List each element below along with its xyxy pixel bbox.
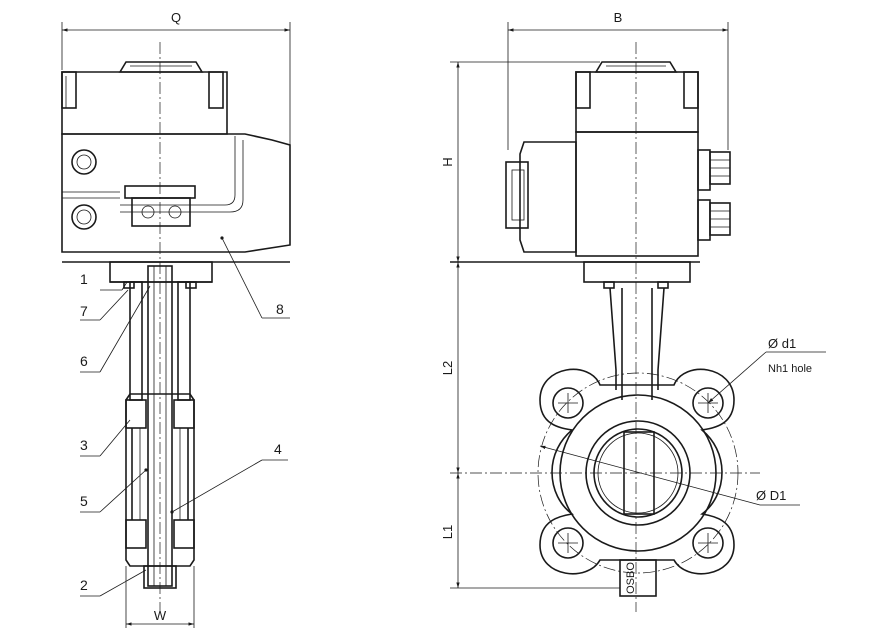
front-view: B [440, 10, 826, 612]
callout-8: 8 [276, 301, 284, 317]
callout-7: 7 [80, 303, 88, 319]
dim-w: W [125, 566, 195, 628]
dim-b: B [507, 10, 729, 150]
dim-w-label: W [154, 608, 167, 623]
dim-l2-label: L2 [440, 361, 455, 375]
callouts: 1 7 6 3 5 2 8 4 [80, 237, 290, 597]
dim-big-d1: Ø D1 [539, 445, 800, 506]
dim-d1-label: Ø d1 [768, 336, 796, 351]
dim-q-label: Q [171, 10, 181, 25]
dim-hole-label: Nh1 hole [768, 363, 812, 375]
dim-vertical-chain: H L2 L1 [440, 61, 620, 589]
callout-4: 4 [274, 441, 282, 457]
callout-2: 2 [80, 577, 88, 593]
dim-l1-label: L1 [440, 525, 455, 539]
dim-big-d1-label: Ø D1 [756, 488, 786, 503]
callout-3: 3 [80, 437, 88, 453]
dim-d1: Ø d1 Nh1 hole [707, 336, 826, 404]
dim-q: Q [61, 10, 291, 150]
callout-1: 1 [80, 271, 88, 287]
body-stamp: OSBO [625, 562, 637, 594]
dim-h-label: H [440, 157, 455, 166]
callout-6: 6 [80, 353, 88, 369]
side-section-view: Q [61, 10, 291, 628]
dim-b-label: B [614, 10, 623, 25]
callout-5: 5 [80, 493, 88, 509]
